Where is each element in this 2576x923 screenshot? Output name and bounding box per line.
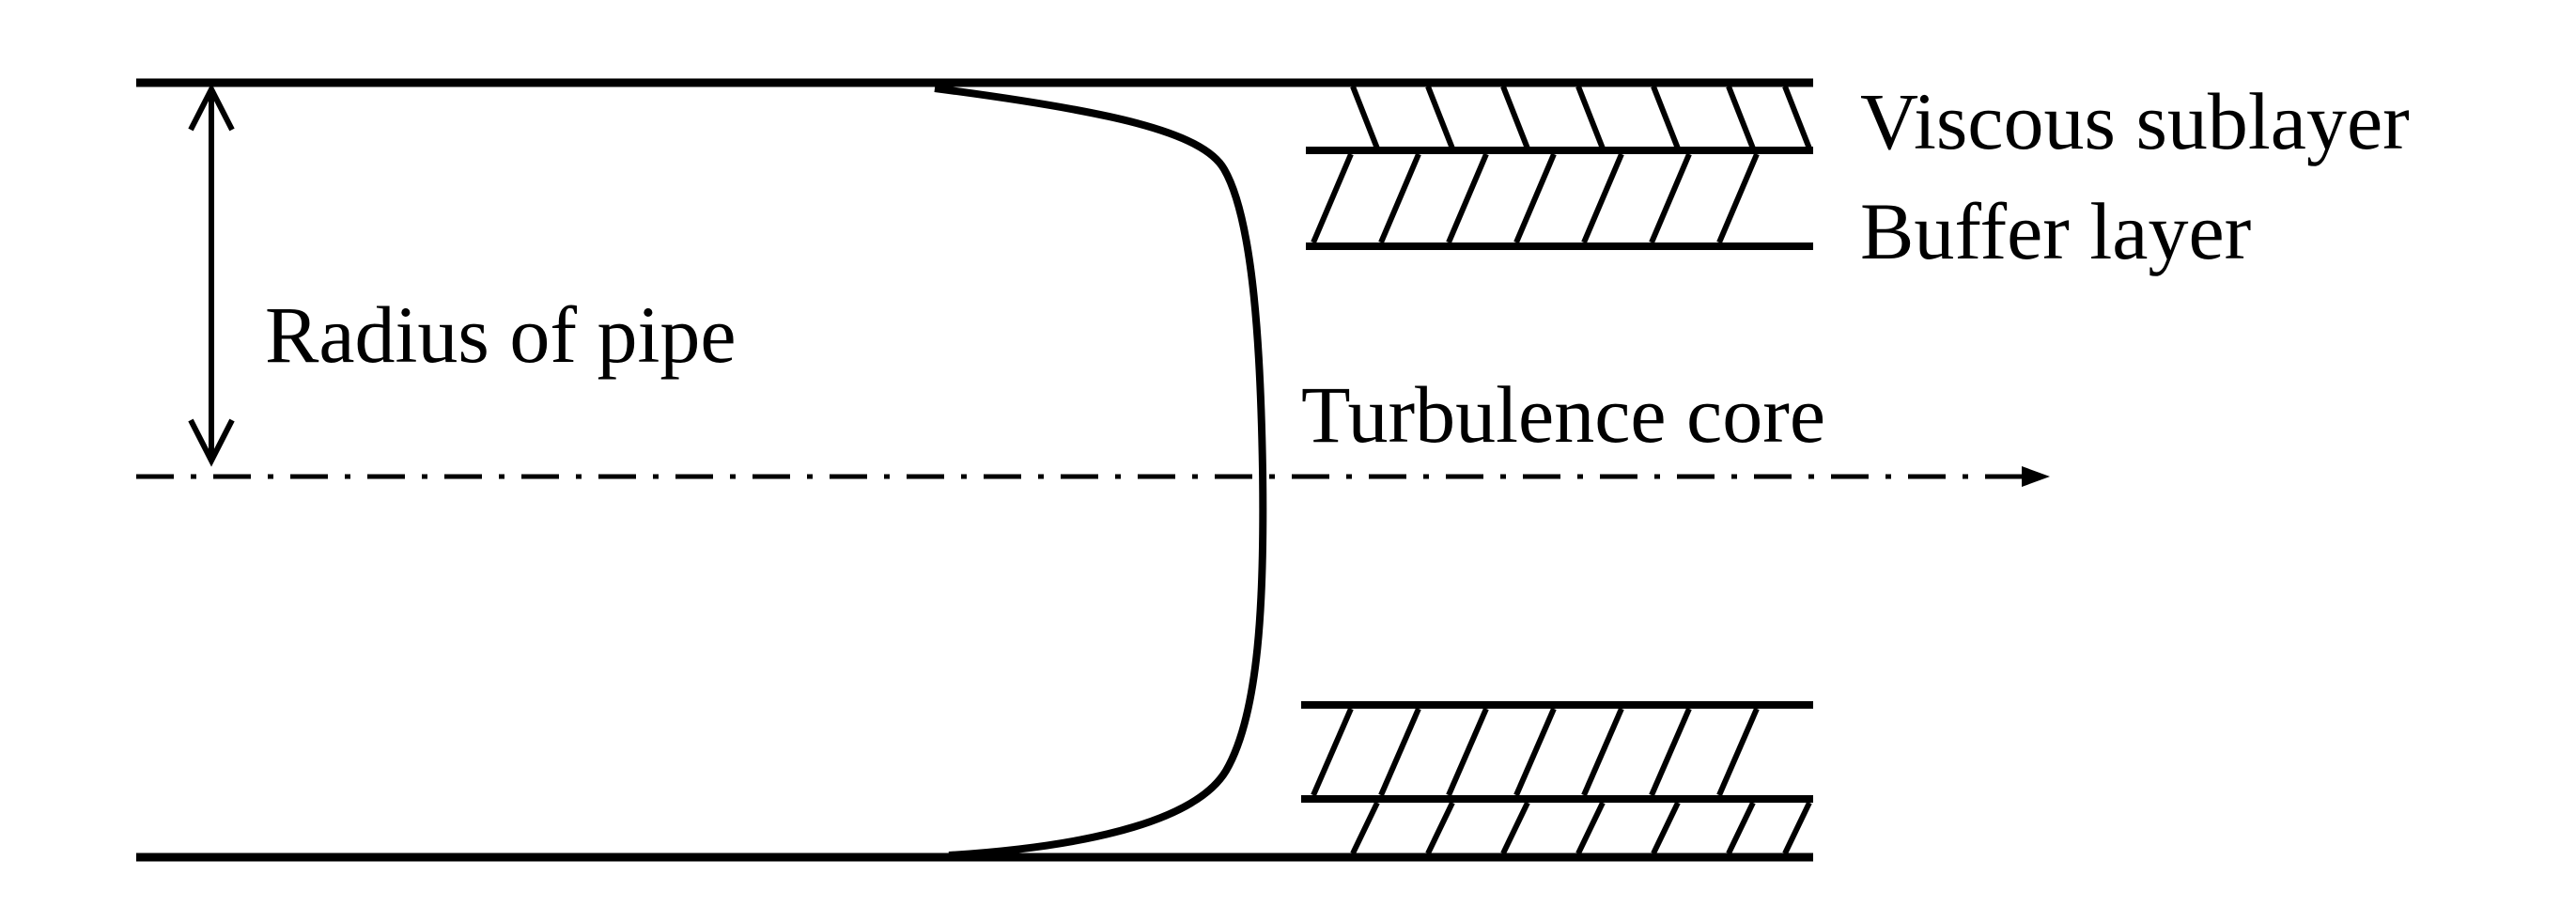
label-buffer-layer: Buffer layer <box>1860 186 2251 276</box>
velocity-profile-curve <box>934 85 1267 859</box>
radius-arrow-top-head <box>188 83 235 132</box>
label-turbulence-core: Turbulence core <box>1301 369 1825 460</box>
top-buffer-layer-hatch <box>1311 152 1760 244</box>
label-viscous-sublayer: Viscous sublayer <box>1860 76 2410 166</box>
radius-arrow-bottom-head <box>188 418 235 467</box>
top-viscous-sublayer-hatch <box>1350 85 1812 150</box>
label-radius-of-pipe: Radius of pipe <box>265 289 737 380</box>
bottom-buffer-layer-hatch <box>1311 707 1760 797</box>
centerline-arrowhead <box>2022 466 2050 487</box>
bottom-viscous-sublayer-hatch <box>1350 801 1812 855</box>
